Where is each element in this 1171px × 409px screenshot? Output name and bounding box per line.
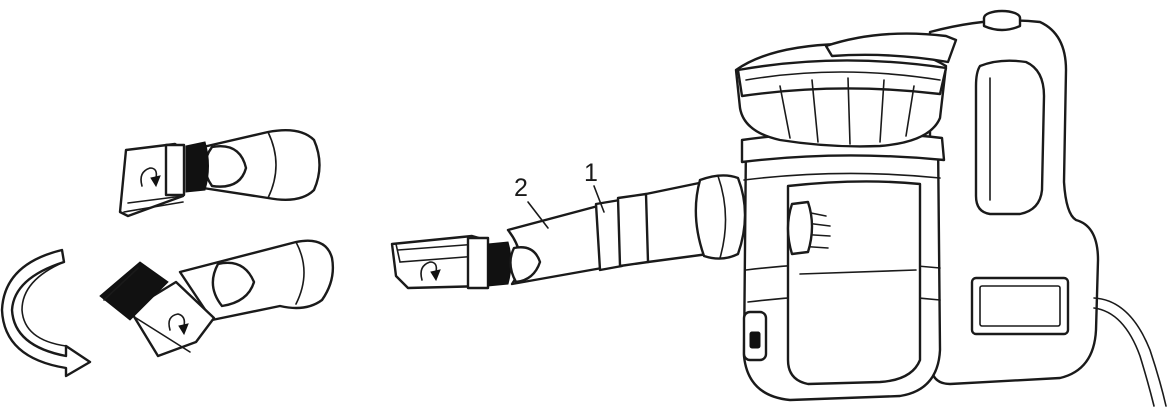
brush-bristles-icon [185,141,209,193]
callout-2: 2 [514,174,549,229]
rotate-arrow-icon [140,167,161,188]
brush-bristles-attached-icon [487,241,512,287]
callout-2-label: 2 [514,174,528,202]
brush-tool-extended [99,239,335,358]
power-cord [1093,297,1167,407]
callout-1: 1 [584,159,605,213]
bin-release-latch [742,310,768,362]
rotate-arrow-icon-2 [168,313,189,336]
brush-tool-attached [390,204,604,290]
power-button [982,9,1022,32]
extension-tube [594,174,747,272]
brush-tool-retracted [118,129,321,218]
brush-bristles-extended-icon [99,261,169,321]
curved-arrow-icon [0,248,92,378]
rotate-arrow-icon-3 [420,261,441,282]
handheld-vacuum [734,9,1167,407]
inlet-fins [786,200,831,256]
callout-1-label: 1 [584,159,598,187]
